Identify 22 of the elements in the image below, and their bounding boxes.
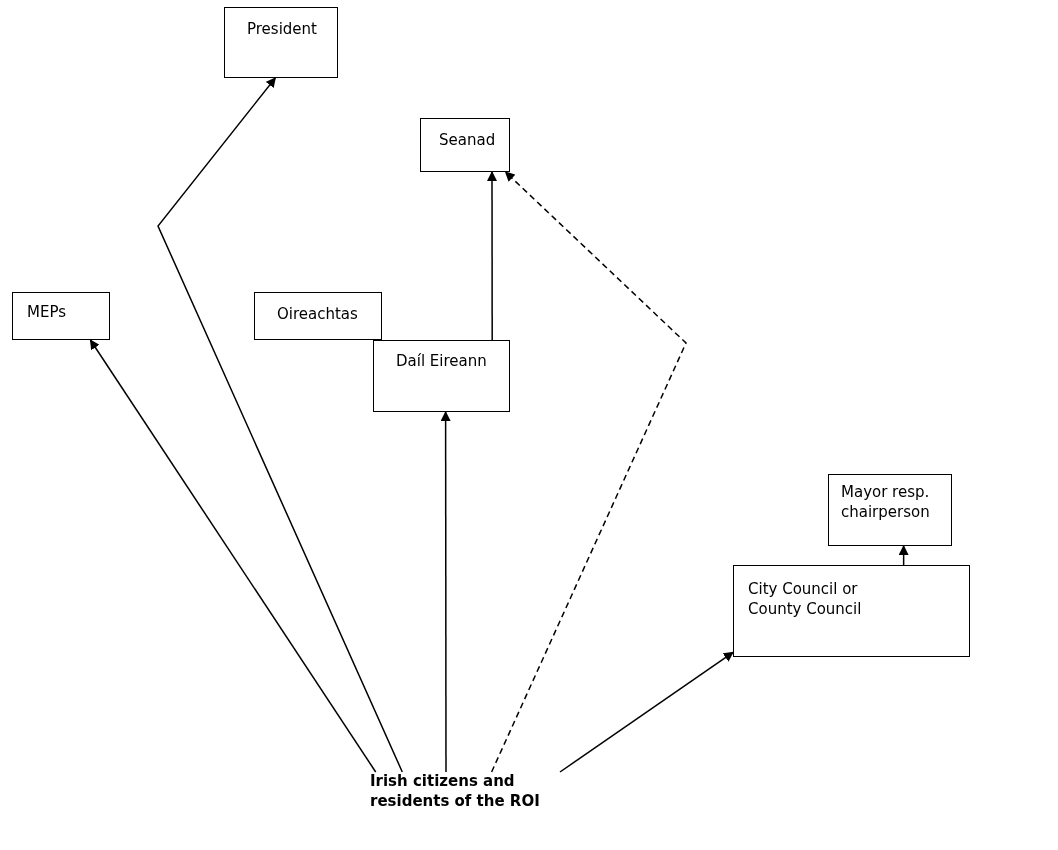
arrow: [487, 171, 497, 341]
box-label: Mayor resp. chairperson: [841, 483, 931, 522]
process-box: [12, 292, 110, 340]
box-label: Oireachtas: [277, 305, 358, 325]
box-label: Seanad: [439, 131, 496, 151]
box-label: City Council or County Council: [748, 580, 863, 619]
arrow: [559, 651, 734, 773]
box-label: MEPs: [27, 303, 67, 323]
arrow: [898, 545, 909, 566]
box-label: President: [247, 20, 317, 40]
box-label: Daíl Eireann: [396, 352, 487, 372]
arrow: [89, 339, 377, 773]
arrow: [157, 77, 404, 773]
caption-text: Irish citizens and residents of the ROI: [370, 772, 541, 811]
process-box: [254, 292, 382, 340]
process-box: [224, 7, 338, 78]
dashed-arrow: [490, 171, 687, 773]
process-box: [373, 340, 510, 412]
arrow: [440, 411, 451, 773]
process-box: [733, 565, 970, 657]
process-box: [828, 474, 952, 546]
process-box: [420, 118, 510, 172]
